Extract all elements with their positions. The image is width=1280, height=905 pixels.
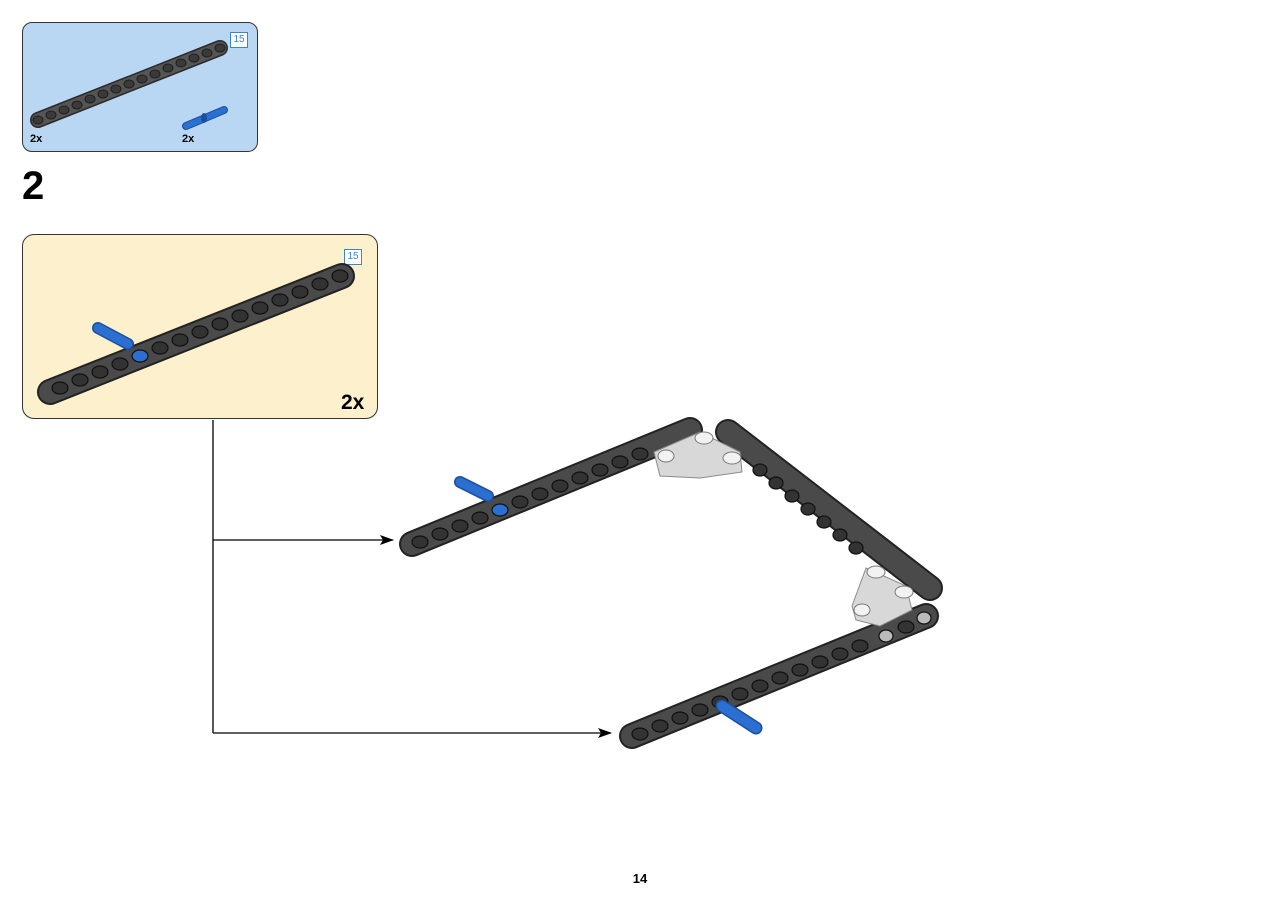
callout-arrows — [212, 420, 612, 738]
subassembly-qty: 2x — [341, 391, 365, 414]
parts-beam-illustration — [30, 40, 228, 128]
main-model-illustration — [399, 417, 943, 749]
step-number: 2 — [22, 164, 45, 208]
subassembly-beam-illustration — [37, 263, 355, 405]
parts-beam-size-badge: 15 — [230, 32, 248, 48]
parts-pin-illustration — [182, 106, 228, 130]
subassembly-beam-size-badge: 15 — [344, 249, 362, 265]
page-number: 14 — [632, 871, 648, 886]
parts-pin-qty: 2x — [182, 133, 195, 145]
parts-beam-qty: 2x — [30, 133, 43, 145]
